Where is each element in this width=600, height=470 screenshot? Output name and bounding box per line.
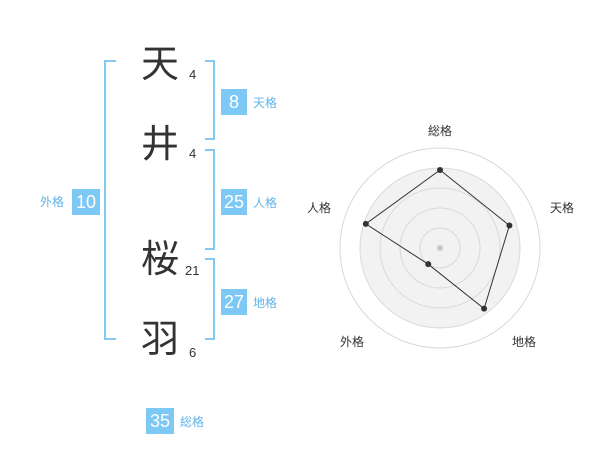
- gaikaku-label: 外格: [40, 195, 65, 209]
- soukaku-label: 総格: [180, 415, 205, 429]
- radar-point: [362, 220, 369, 227]
- stroke-count-4: 6: [189, 345, 197, 360]
- soukaku-value: 35: [146, 408, 174, 434]
- name-char-4: 羽: [140, 317, 179, 361]
- chikaku-bracket: [205, 258, 215, 340]
- gaikaku-bracket: [104, 60, 116, 340]
- chikaku-value: 27: [221, 289, 247, 315]
- radar-polygon: [364, 169, 510, 310]
- radar-point: [481, 305, 488, 312]
- tenkaku-label: 天格: [253, 96, 278, 110]
- radar-ring: [339, 147, 541, 349]
- tenkaku-bracket: [205, 60, 215, 140]
- stroke-count-2: 4: [189, 146, 197, 161]
- tenkaku-value: 8: [221, 89, 247, 115]
- radar-ring: [399, 207, 481, 289]
- radar-label-gaikaku: 外格: [339, 335, 364, 349]
- name-char-2: 井: [140, 122, 179, 166]
- chikaku-label: 地格: [253, 296, 278, 310]
- jinkaku-bracket: [205, 149, 215, 250]
- radar-point: [425, 261, 432, 268]
- name-char-1: 天: [140, 42, 179, 86]
- stroke-count-1: 4: [189, 67, 197, 82]
- radar-point: [506, 222, 513, 229]
- name-char-3: 桜: [140, 237, 179, 281]
- radar-point: [437, 167, 443, 173]
- radar-label-jinkaku: 人格: [306, 201, 331, 215]
- jinkaku-value: 25: [221, 189, 247, 215]
- radar-center-dot: [437, 245, 443, 251]
- radar-label-chikaku: 地格: [511, 335, 536, 349]
- gaikaku-value: 10: [72, 189, 100, 215]
- radar-label-soukaku: 総格: [427, 124, 452, 138]
- radar-label-tenkaku: 天格: [549, 201, 574, 215]
- radar-ring: [379, 187, 501, 309]
- radar-ring: [419, 227, 461, 269]
- stroke-count-3: 21: [185, 263, 200, 278]
- radar-points: [362, 167, 513, 312]
- jinkaku-label: 人格: [253, 196, 278, 210]
